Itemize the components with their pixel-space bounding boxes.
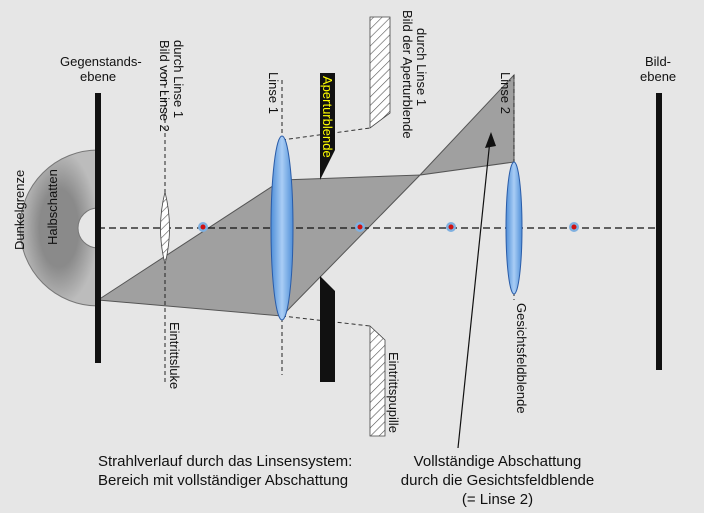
vignetting-arrow-shaft (457, 139, 491, 449)
caption-ray-path-line2: Bereich mit vollständiger Abschattung (98, 472, 349, 489)
entrance-pupil-bottom (369, 325, 386, 437)
label-image-plane-1: Bild- (645, 54, 671, 69)
caption-full-vignetting-line1: Vollständige Abschattung (413, 453, 582, 470)
aperture-stop-top (320, 73, 335, 180)
label-lens1: Linse 1 (266, 72, 281, 114)
label-image-lens2-1: Bild von Linse 2 (157, 40, 172, 132)
caption-ray-path-line1: Strahlverlauf durch das Linsensystem: (98, 453, 353, 470)
caption-full-vignetting-line3: (= Linse 2) (461, 491, 534, 508)
caption-full-vignetting: Vollständige Abschattung durch die Gesic… (395, 452, 600, 509)
label-image-aperture-1: Bild der Aperturblende (400, 10, 415, 139)
label-object-plane-1: Gegenstands- (60, 54, 142, 69)
label-half-shadow: Halbschatten (45, 169, 60, 245)
label-lens2: Linse 2 (498, 72, 513, 114)
label-image-plane-2: ebene (640, 69, 676, 84)
caption-full-vignetting-line2: durch die Gesichtsfeldblende (400, 472, 595, 489)
label-entrance-window: Eintrittsluke (167, 322, 182, 389)
label-image-aperture-2: durch Linse 1 (414, 28, 429, 106)
image-lens2-hatch (160, 191, 170, 265)
aperture-stop-bottom (320, 276, 335, 382)
label-entrance-pupil: Eintrittspupille (386, 352, 401, 433)
lens2 (505, 161, 523, 295)
half-shadow-ring (19, 149, 99, 307)
label-field-stop: Gesichtsfeldblende (514, 303, 529, 414)
object-plane (95, 93, 101, 363)
lens1 (270, 135, 294, 321)
shadow-region-left (96, 174, 422, 317)
image-plane (656, 93, 662, 370)
label-object-plane-2: ebene (80, 69, 116, 84)
label-image-lens2-2: durch Linse 1 (171, 40, 186, 118)
vignetting-arrow-head (485, 132, 496, 148)
focal-points (198, 222, 579, 232)
label-aperture-stop: Aperturblende (320, 76, 335, 158)
label-dark-limit: Dunkelgrenze (12, 170, 27, 250)
caption-ray-path: Strahlverlauf durch das Linsensystem: Be… (98, 452, 352, 490)
entrance-pupil-top (369, 16, 391, 129)
